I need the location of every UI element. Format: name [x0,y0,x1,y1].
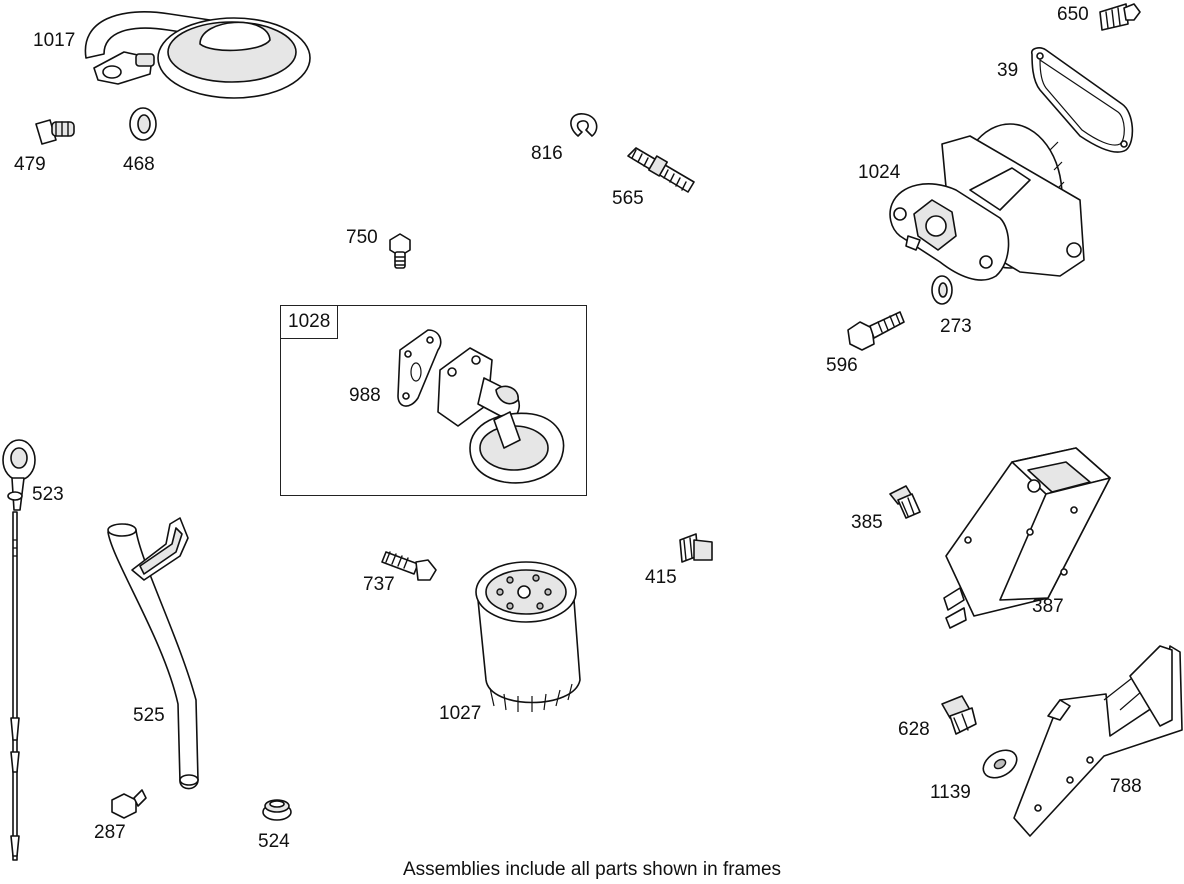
part-415-drawing [679,533,713,563]
part-1028-adapter-drawing [437,347,565,484]
part-479-drawing [35,119,75,145]
part-1017-drawing [84,11,311,99]
part-988-drawing [397,329,442,407]
label-525: 525 [133,705,165,726]
label-628: 628 [898,719,930,740]
part-287-drawing [111,789,147,819]
part-523-drawing [2,439,36,861]
part-524-drawing [262,799,292,821]
label-1139: 1139 [930,782,971,803]
part-628-drawing [941,695,977,735]
assembly-frame-1028: 1028 [280,305,587,496]
label-565: 565 [612,188,644,209]
label-415: 415 [645,567,677,588]
label-596: 596 [826,355,858,376]
part-468-drawing [129,107,157,141]
label-650: 650 [1057,4,1089,25]
part-1027-drawing [475,561,581,712]
caption: Assemblies include all parts shown in fr… [402,859,782,880]
label-523: 523 [32,484,64,505]
part-525-drawing [107,517,199,790]
label-737: 737 [363,574,395,595]
label-816: 816 [531,143,563,164]
part-1139-drawing [982,749,1018,779]
part-750-drawing [389,233,411,269]
part-387-drawing [943,447,1111,629]
part-1024-drawing [889,123,1085,281]
label-988: 988 [349,385,381,406]
label-273: 273 [940,316,972,337]
part-385-drawing [889,485,921,519]
label-1017: 1017 [33,30,76,51]
label-750: 750 [346,227,378,248]
label-524: 524 [258,831,290,852]
label-1027: 1027 [439,703,482,724]
label-287: 287 [94,822,126,843]
label-385: 385 [851,512,883,533]
part-565-drawing [627,147,695,193]
label-39: 39 [997,60,1019,81]
label-387: 387 [1032,596,1064,617]
part-596-drawing [847,311,905,351]
part-650-drawing [1099,3,1141,31]
part-816-drawing [570,113,598,137]
label-1024: 1024 [858,162,901,183]
label-788: 788 [1110,776,1142,797]
label-468: 468 [123,154,155,175]
part-788-drawing [1013,645,1183,837]
part-273-drawing [931,275,953,305]
part-737-drawing [381,551,437,581]
part-39-drawing [1030,47,1134,153]
frame-tag: 1028 [281,306,339,339]
label-479: 479 [14,154,46,175]
